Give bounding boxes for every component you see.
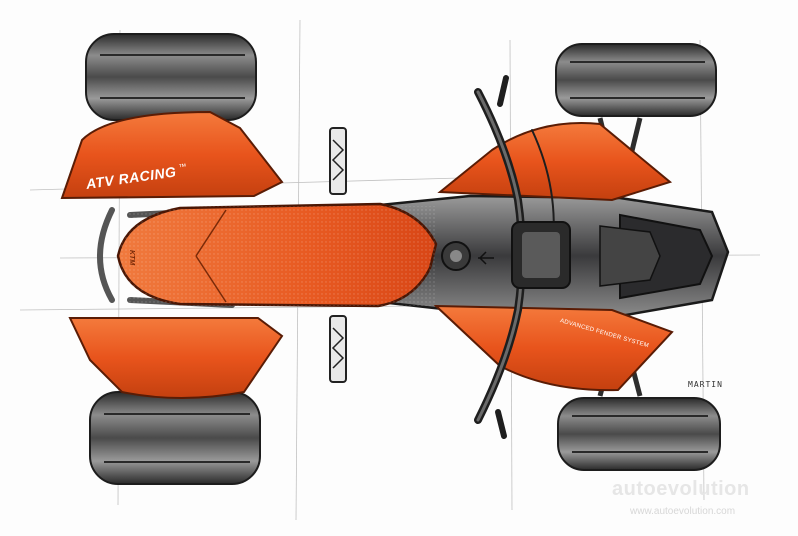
rear-right-fender [68,317,284,399]
rear-right-tire [89,391,261,485]
footpeg-left [329,127,347,195]
instrument-cluster [511,221,661,289]
front-right-fender [433,304,674,392]
fuel-cap [441,241,494,271]
seat-crease [195,209,227,303]
seat-texture [120,206,436,306]
watermark-url: www.autoevolution.com [630,506,736,517]
artist-signature: MARTIN [688,380,723,389]
watermark-logo: autoevolution [612,478,750,500]
front-left-tire [555,43,717,117]
front-right-tire [557,397,721,471]
footpeg-right [329,315,347,383]
rear-left-fender [60,110,284,200]
seat-logo: KTM [128,250,135,266]
rear-left-tire [85,33,257,121]
